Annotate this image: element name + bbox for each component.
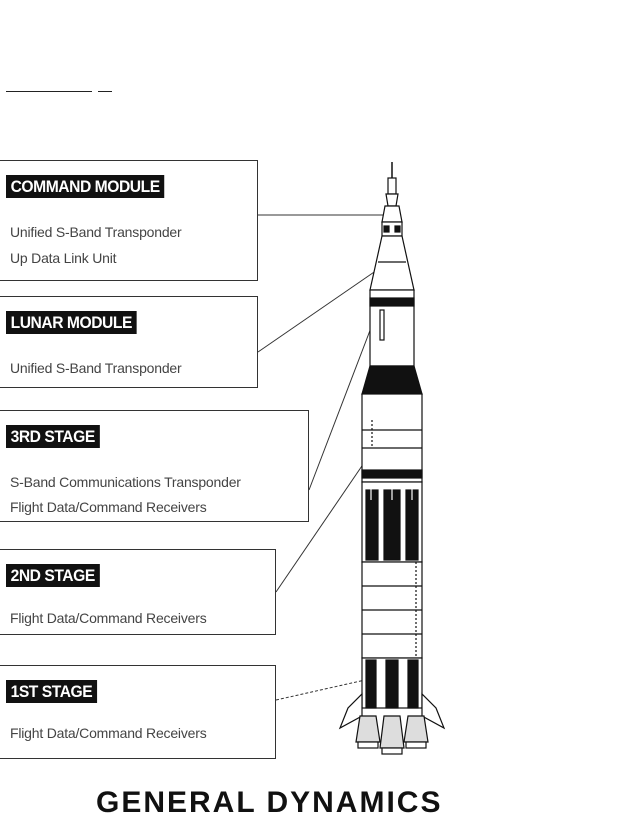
stage-box-3rd-stage: 3RD STAGE S-Band Communications Transpon… bbox=[0, 410, 309, 522]
stage-title: 1ST STAGE bbox=[6, 680, 97, 703]
stage-line: Unified S-Band Transponder bbox=[10, 224, 182, 240]
stage-line: Flight Data/Command Receivers bbox=[10, 725, 207, 741]
stage-title: LUNAR MODULE bbox=[6, 311, 137, 334]
stage-line: Up Data Link Unit bbox=[10, 250, 117, 266]
top-rule-long bbox=[6, 91, 92, 92]
stage-line: Flight Data/Command Receivers bbox=[10, 499, 207, 515]
stage-box-2nd-stage: 2ND STAGE Flight Data/Command Receivers bbox=[0, 549, 276, 635]
stage-title: 2ND STAGE bbox=[6, 564, 100, 587]
leader-lines bbox=[257, 214, 385, 701]
stage-box-1st-stage: 1ST STAGE Flight Data/Command Receivers bbox=[0, 665, 276, 759]
stage-box-command-module: COMMAND MODULE Unified S-Band Transponde… bbox=[0, 160, 258, 281]
company-logo-text: GENERAL DYNAMICS bbox=[96, 786, 443, 819]
stage-box-lunar-module: LUNAR MODULE Unified S-Band Transponder bbox=[0, 296, 258, 388]
stage-title: 3RD STAGE bbox=[6, 425, 100, 448]
stage-line: Unified S-Band Transponder bbox=[10, 360, 182, 376]
top-rule-short bbox=[98, 91, 112, 92]
rocket-body bbox=[338, 162, 446, 755]
stage-line: S-Band Communications Transponder bbox=[10, 474, 241, 490]
stage-title: COMMAND MODULE bbox=[6, 175, 165, 198]
stage-line: Flight Data/Command Receivers bbox=[10, 610, 207, 626]
